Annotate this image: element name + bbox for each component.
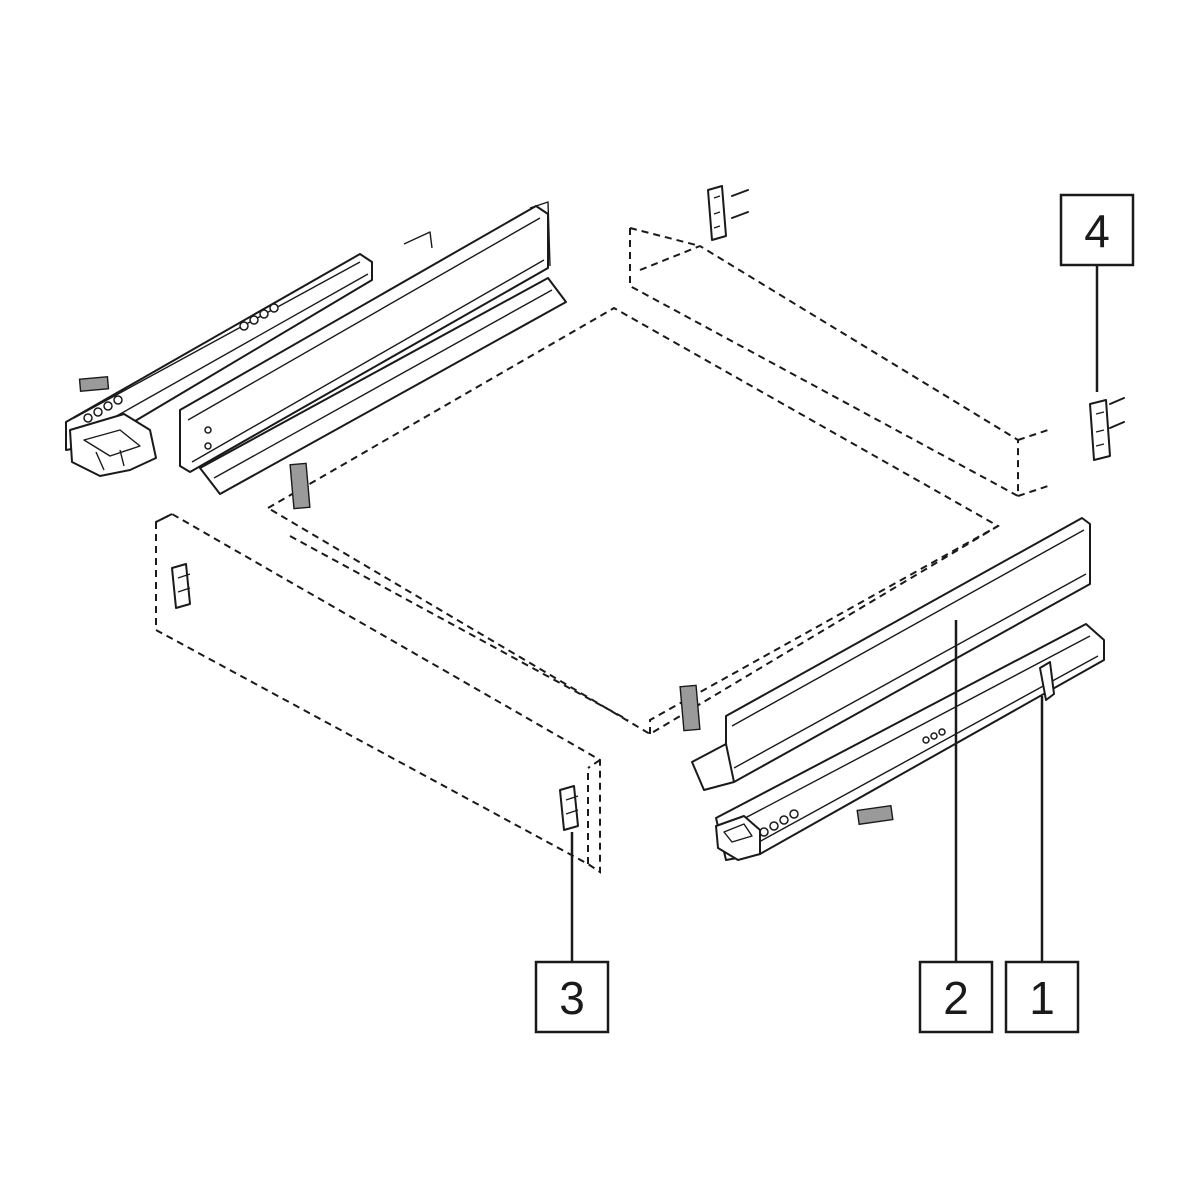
drawer-back-panel-outline (629, 227, 1049, 498)
label-plate-right (856, 804, 894, 826)
svg-text:1: 1 (1029, 972, 1055, 1024)
runner-hole-row-right (759, 728, 946, 837)
callout-4: 4 (1059, 193, 1135, 267)
label-plate-left (78, 376, 110, 392)
rear-bracket-top (707, 185, 749, 241)
runner-hole-row (83, 303, 279, 423)
front-fixing-bracket-right (559, 785, 579, 831)
right-runner (715, 623, 1105, 861)
svg-text:2: 2 (943, 972, 969, 1024)
front-fixing-bracket-left (171, 563, 191, 609)
svg-text:4: 4 (1084, 205, 1110, 257)
callout-2: 2 (918, 960, 994, 1034)
locking-device-right (715, 815, 761, 861)
drawer-front-panel-outline (155, 512, 601, 874)
grey-clip-right (679, 684, 701, 732)
left-drawer-side-assembly (65, 201, 567, 510)
locking-device (69, 413, 157, 477)
rear-bracket-right (1089, 397, 1125, 461)
callout-1: 1 (1004, 960, 1080, 1034)
callout-3: 3 (534, 960, 610, 1034)
drawer-bottom-panel-outline (266, 306, 1000, 736)
svg-text:3: 3 (559, 972, 585, 1024)
right-drawer-side-profile (679, 517, 1091, 791)
grey-clip-left (289, 462, 311, 510)
